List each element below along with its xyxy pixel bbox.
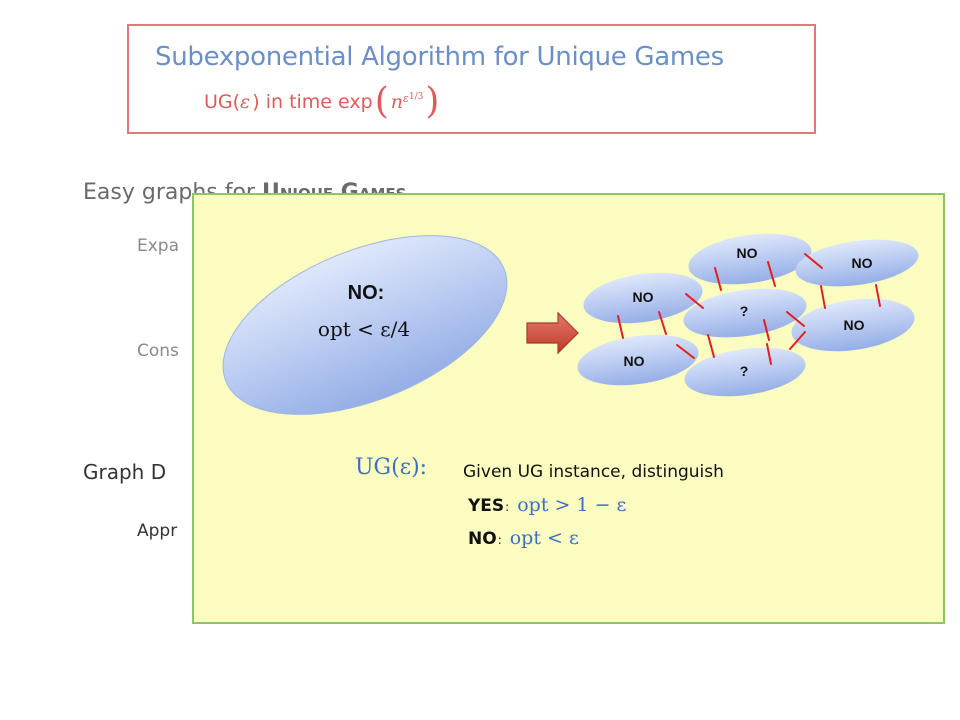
- background-bullet-expanders: Expa: [137, 236, 180, 256]
- no-keyword: NO: [468, 529, 497, 549]
- ug-yes-line: YES: opt > 1 − ε: [468, 494, 626, 516]
- small-ellipse-label: ?: [740, 363, 749, 379]
- ug-no-line: NO: opt < ε: [468, 527, 579, 549]
- small-ellipse: [791, 298, 915, 352]
- small-ellipse: [577, 334, 699, 386]
- yes-separator: :: [505, 500, 510, 514]
- small-ellipse: [795, 239, 919, 287]
- subtitle-exponent: ε1/3: [403, 91, 424, 105]
- subtitle-mid: ) in time exp: [252, 91, 373, 113]
- small-ellipse-label: NO: [852, 255, 873, 271]
- background-bullet-approx: Appr: [137, 521, 178, 541]
- small-ellipse-label: NO: [844, 317, 865, 333]
- ug-symbol: UG(ε):: [355, 455, 428, 480]
- small-ellipse-group: [577, 233, 919, 397]
- small-ellipse: [684, 347, 806, 397]
- small-ellipse-label: NO: [737, 245, 758, 261]
- no-separator: :: [497, 533, 502, 547]
- small-ellipse: [688, 233, 812, 285]
- background-heading-graph: Graph D: [83, 460, 167, 484]
- big-ellipse-label: NO:: [348, 282, 385, 304]
- small-ellipse: [583, 272, 703, 324]
- paren-open: (: [374, 81, 389, 122]
- small-ellipse-label: NO: [633, 289, 654, 305]
- right-arrow: [526, 311, 579, 355]
- big-ellipse: [222, 235, 508, 415]
- ug-given-text: Given UG instance, distinguish: [463, 462, 724, 482]
- small-ellipse: [683, 288, 807, 338]
- subtitle-eps: ε: [240, 91, 251, 113]
- title-box: Subexponential Algorithm for Unique Game…: [127, 24, 816, 134]
- subtitle-n: n: [390, 91, 403, 113]
- cut-edges: [617, 253, 881, 365]
- slide-title: Subexponential Algorithm for Unique Game…: [155, 42, 724, 72]
- big-ellipse-formula: opt < ε/4: [318, 317, 410, 341]
- yes-condition: opt > 1 − ε: [517, 494, 627, 516]
- small-ellipse-label: ?: [740, 303, 749, 319]
- small-ellipse-label: NO: [624, 353, 645, 369]
- subtitle-ug: UG(: [204, 91, 241, 113]
- yes-keyword: YES: [468, 496, 505, 516]
- paren-close: ): [425, 81, 440, 122]
- background-bullet-constraint: Cons: [137, 341, 179, 361]
- no-condition: opt < ε: [509, 527, 579, 549]
